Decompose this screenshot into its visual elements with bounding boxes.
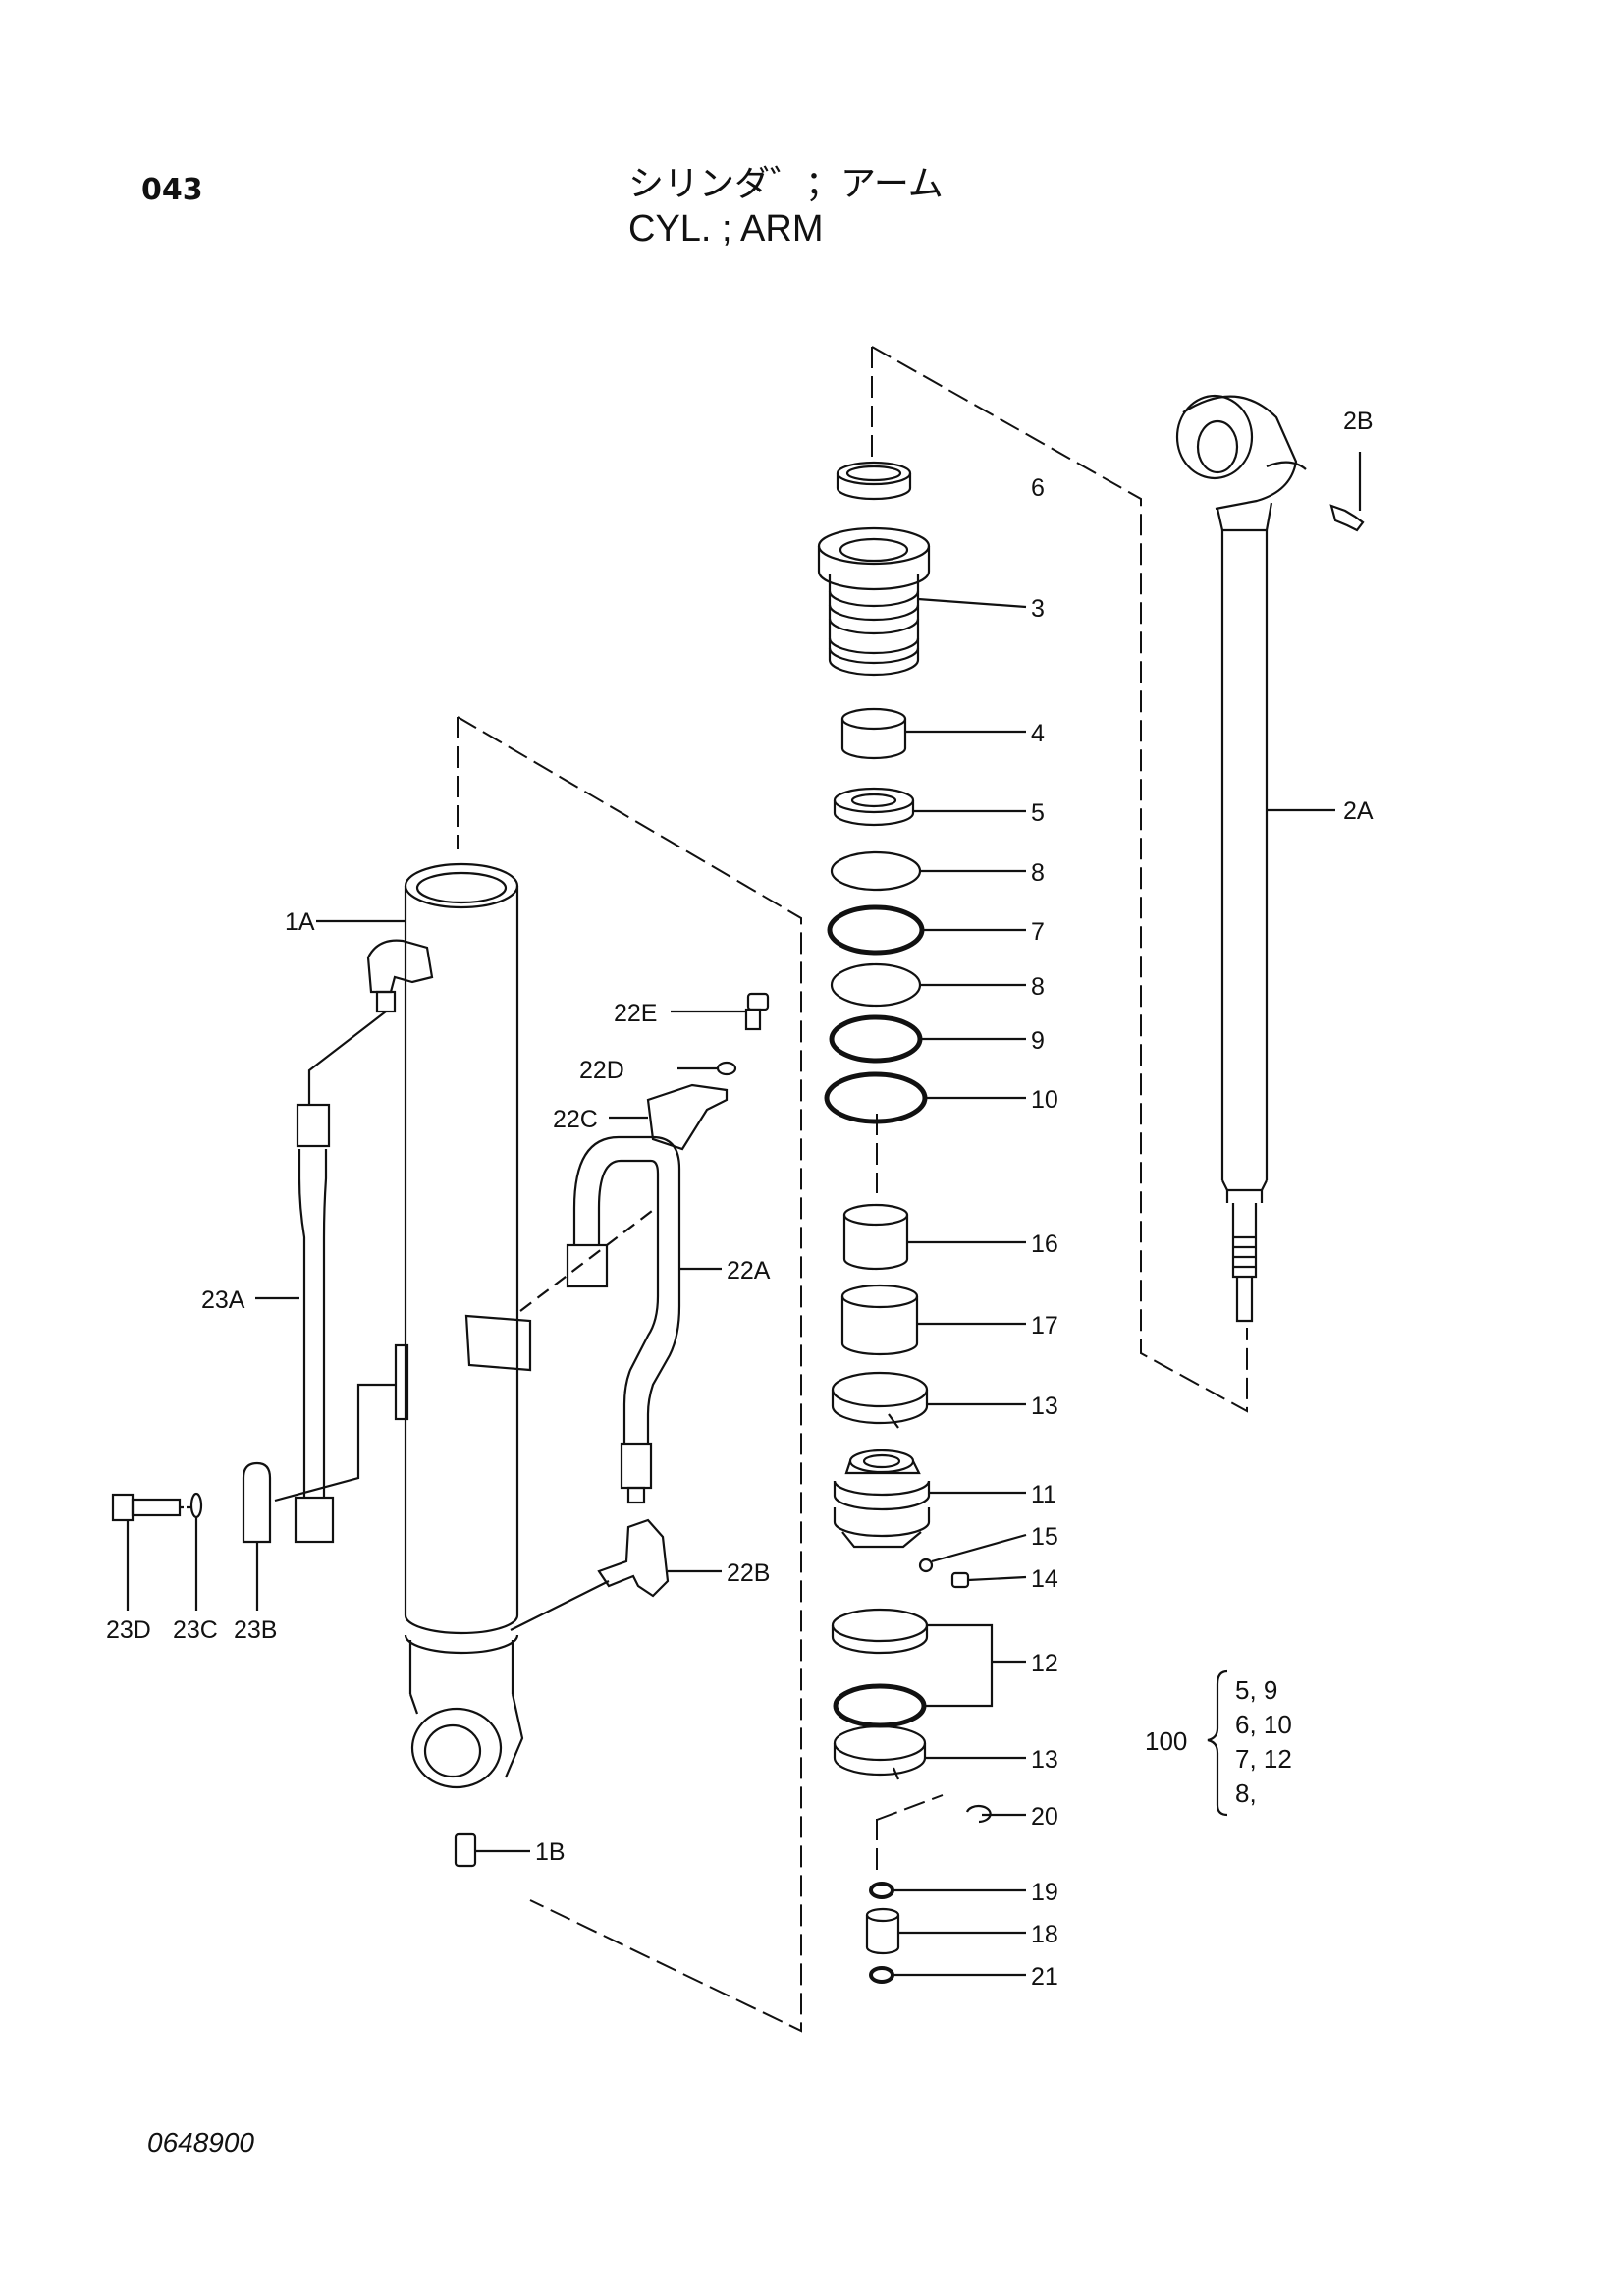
callout-16: 16 bbox=[1031, 1230, 1058, 1258]
kit-line-1: 5, 9 bbox=[1235, 1675, 1277, 1705]
callout-10: 10 bbox=[1031, 1086, 1058, 1114]
part-23D-bolt bbox=[111, 1493, 191, 1611]
part-9-seal bbox=[829, 1014, 1026, 1064]
callout-22E: 22E bbox=[614, 1000, 657, 1027]
part-10-o-ring bbox=[824, 1071, 1026, 1124]
part-22B-elbow bbox=[510, 1518, 722, 1631]
part-11-piston bbox=[833, 1449, 1026, 1549]
callout-22C: 22C bbox=[553, 1106, 598, 1133]
part-13-wear-ring-upper bbox=[831, 1371, 1026, 1429]
callout-5: 5 bbox=[1031, 799, 1045, 827]
part-14-set-screw bbox=[950, 1571, 1027, 1589]
part-16-bushing bbox=[842, 1203, 1026, 1271]
exploded-guide-lines bbox=[457, 346, 1248, 2033]
part-17-sleeve bbox=[840, 1284, 1026, 1356]
callout-23B: 23B bbox=[234, 1616, 277, 1644]
page-number: 043 bbox=[141, 173, 203, 207]
callout-2B: 2B bbox=[1343, 408, 1374, 435]
callout-14: 14 bbox=[1031, 1565, 1058, 1593]
part-23B-clamp bbox=[242, 1461, 272, 1611]
part-8-ring-lower bbox=[830, 962, 1026, 1008]
part-22E-bolt bbox=[671, 992, 770, 1031]
page-title-japanese: シリンダ゛；アーム bbox=[628, 164, 944, 204]
part-3-cylinder-head bbox=[817, 526, 1027, 677]
kit-line-2: 6, 10 bbox=[1235, 1710, 1292, 1739]
callout-21: 21 bbox=[1031, 1963, 1058, 1991]
callout-13-upper: 13 bbox=[1031, 1393, 1058, 1420]
part-1B-plug bbox=[454, 1832, 530, 1868]
callout-3: 3 bbox=[1031, 595, 1045, 623]
callout-1B: 1B bbox=[535, 1838, 566, 1866]
part-23A-pipe bbox=[255, 1011, 387, 1544]
callout-23C: 23C bbox=[173, 1616, 218, 1644]
callout-22A: 22A bbox=[727, 1257, 771, 1285]
kit-line-4: 8, bbox=[1235, 1778, 1257, 1808]
callout-4: 4 bbox=[1031, 720, 1045, 747]
part-5-dust-seal bbox=[833, 787, 1026, 827]
callout-1A: 1A bbox=[285, 908, 315, 936]
part-12-seal-set bbox=[831, 1608, 1026, 1728]
callout-6: 6 bbox=[1031, 474, 1045, 502]
callout-22B: 22B bbox=[727, 1559, 770, 1587]
tube-bracket bbox=[274, 1343, 409, 1503]
page-title: CYL. ; ARM bbox=[628, 208, 824, 249]
part-2B-grease-nipple bbox=[1329, 452, 1365, 532]
part-7-o-ring bbox=[827, 904, 1026, 956]
callout-13-lower: 13 bbox=[1031, 1746, 1058, 1774]
callout-18: 18 bbox=[1031, 1921, 1058, 1948]
part-15-steel-ball bbox=[918, 1533, 1027, 1573]
part-21-ring bbox=[869, 1966, 1026, 1984]
part-22A-hose bbox=[566, 1135, 722, 1504]
callout-8-lower: 8 bbox=[1031, 973, 1045, 1001]
callout-22D: 22D bbox=[579, 1057, 624, 1084]
callout-20: 20 bbox=[1031, 1803, 1058, 1831]
callout-23A: 23A bbox=[201, 1286, 245, 1314]
part-4-bushing bbox=[840, 707, 1026, 760]
part-2A-piston-rod bbox=[1175, 394, 1335, 1323]
kit-reference: 100 5, 9 6, 10 7, 12 8, bbox=[1145, 1675, 1292, 1808]
part-13-wear-ring-lower bbox=[833, 1724, 1026, 1780]
callout-labels: 6 3 4 5 8 7 8 9 10 16 17 13 11 15 14 12 … bbox=[106, 408, 1374, 1991]
part-22D-washer bbox=[677, 1061, 737, 1076]
part-20-snap-ring bbox=[965, 1804, 1026, 1824]
callout-17: 17 bbox=[1031, 1312, 1058, 1339]
kit-number: 100 bbox=[1145, 1726, 1187, 1756]
part-22C-clamp bbox=[464, 1083, 729, 1372]
callout-15: 15 bbox=[1031, 1523, 1058, 1551]
part-8-ring-upper bbox=[830, 850, 1026, 892]
kit-brace bbox=[1207, 1669, 1228, 1817]
drawing-number: 0648900 bbox=[147, 2127, 255, 2158]
part-23C-washer bbox=[189, 1492, 203, 1611]
part-19-ring bbox=[869, 1882, 1026, 1899]
part-6-bushing bbox=[836, 461, 912, 501]
callout-7: 7 bbox=[1031, 918, 1045, 946]
part-1A-cylinder-tube bbox=[316, 862, 524, 1789]
kit-line-3: 7, 12 bbox=[1235, 1744, 1292, 1774]
callout-8-upper: 8 bbox=[1031, 859, 1045, 887]
callout-12: 12 bbox=[1031, 1650, 1058, 1677]
callout-9: 9 bbox=[1031, 1027, 1045, 1055]
callout-23D: 23D bbox=[106, 1616, 151, 1644]
part-18-collar bbox=[865, 1907, 1026, 1955]
callout-11: 11 bbox=[1031, 1481, 1056, 1508]
callout-2A: 2A bbox=[1343, 797, 1374, 825]
callout-19: 19 bbox=[1031, 1879, 1058, 1906]
